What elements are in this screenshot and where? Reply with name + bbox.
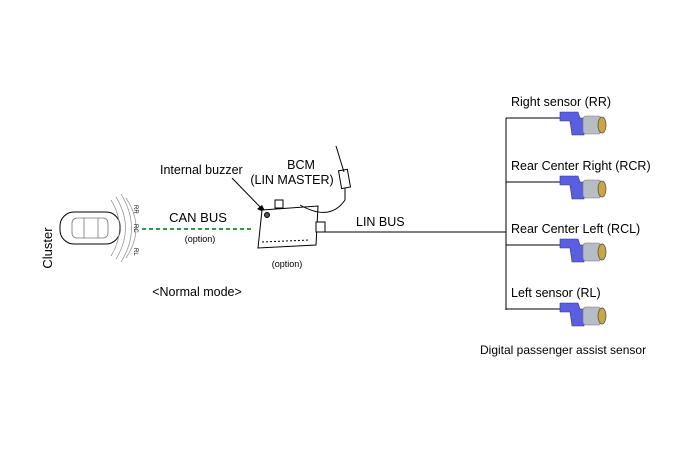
- sensor-3: Left sensor (RL): [506, 286, 607, 327]
- bcm-note: (option): [272, 259, 303, 269]
- sensor-zone-arcs-icon: [110, 193, 137, 263]
- sensor-0: Right sensor (RR): [506, 95, 611, 136]
- car-icon: [59, 211, 121, 245]
- lin-bus-label: LIN BUS: [356, 215, 405, 229]
- sensor-icon: [559, 238, 607, 263]
- sensor-icon: [559, 302, 607, 327]
- sensor-group-label: Digital passenger assist sensor: [480, 343, 646, 357]
- sensor-label: Right sensor (RR): [511, 95, 611, 109]
- bcm-subtitle: (LIN MASTER): [250, 173, 333, 187]
- mode-label: <Normal mode>: [152, 285, 242, 299]
- zone-rl: RL: [132, 248, 138, 256]
- sensor-label: Rear Center Left (RCL): [511, 222, 640, 236]
- sensor-icon: [559, 111, 607, 136]
- zone-rr: RR: [132, 205, 138, 214]
- sensor-label: Rear Center Right (RCR): [511, 159, 651, 173]
- can-bus-note: (option): [185, 234, 216, 244]
- sensor-1: Rear Center Right (RCR): [506, 159, 651, 200]
- cluster-label: Cluster: [40, 227, 55, 269]
- sensor-icon: [559, 175, 607, 200]
- bcm-module-icon: [257, 145, 352, 249]
- sensor-label: Left sensor (RL): [511, 286, 601, 300]
- bcm-title: BCM: [287, 158, 315, 172]
- can-bus-label: CAN BUS: [169, 210, 227, 225]
- buzzer-label: Internal buzzer: [160, 163, 243, 177]
- zone-rc: RC: [132, 224, 138, 233]
- sensor-2: Rear Center Left (RCL): [506, 222, 640, 263]
- buzzer-arrow: [231, 177, 264, 211]
